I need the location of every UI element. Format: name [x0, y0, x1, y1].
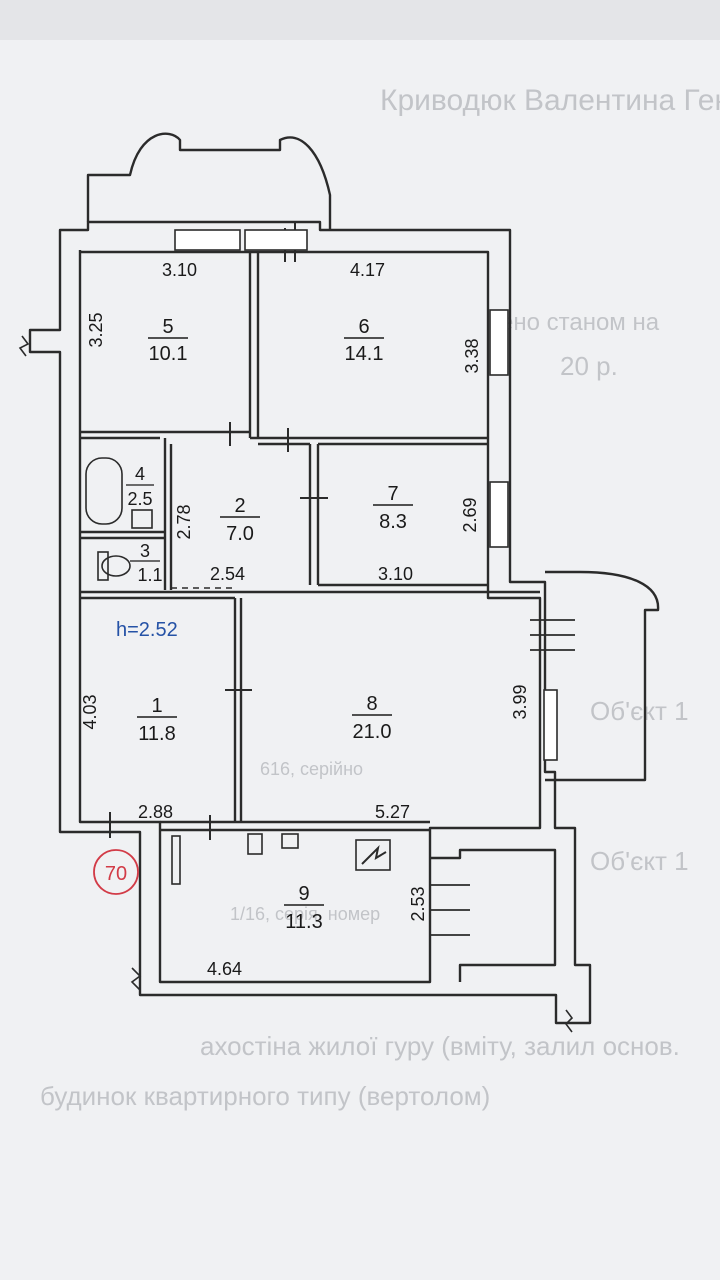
faint-text-8: будинок квартирного типу (вертолом)	[40, 1081, 490, 1111]
dim-r5-height: 3.25	[86, 312, 106, 347]
faint-owner-name: Криводюк Валентина Геннадиевна	[380, 84, 720, 117]
faint-text-6: 1/16, серія, номер	[230, 904, 380, 924]
room-2-area: 7.0	[226, 523, 254, 545]
room-9-area: 11.3	[285, 911, 322, 933]
break-marks	[18, 335, 574, 1033]
dim-r1-height: 4.03	[80, 694, 100, 729]
room-7-area: 8.3	[379, 511, 407, 533]
room-5-number: 5	[162, 316, 173, 338]
dim-r7-width: 3.10	[378, 564, 413, 584]
faint-text-7: ахостіна жилої гуру (вміту, залил основ.	[200, 1031, 680, 1061]
windows	[174, 229, 558, 761]
room-7-number: 7	[387, 483, 398, 505]
room-1-number: 1	[151, 695, 162, 717]
room-9-number: 9	[298, 883, 309, 905]
room-6-area: 14.1	[345, 343, 384, 365]
room-1-area: 11.8	[138, 723, 175, 745]
bathroom-fixtures	[85, 457, 299, 885]
room-3-area: 1.1	[137, 565, 162, 585]
ceiling-height-label: h=2.52	[116, 619, 178, 641]
room-6-number: 6	[358, 316, 369, 338]
faint-text-5: Об'єкт 1	[590, 846, 689, 876]
electric-panel-icon	[355, 839, 391, 871]
steps	[430, 619, 575, 936]
dim-r6-height: 3.38	[462, 338, 482, 373]
faint-text-2: 20 р.	[560, 351, 618, 381]
dimension-labels: 3.10 3.25 4.17 3.38 2.78 2.54 2.69 3.10 …	[80, 260, 530, 979]
walls	[28, 132, 660, 1025]
room-5-area: 10.1	[149, 343, 188, 365]
room-labels: 5 10.1 6 14.1 4 2.5 2 7.0 7 8.3 3 1.1 1 …	[126, 316, 413, 933]
apartment-number-circle	[93, 849, 139, 895]
room-8-area: 21.0	[353, 721, 392, 743]
dim-r8-height: 3.99	[510, 684, 530, 719]
dim-r1-width: 2.88	[138, 802, 173, 822]
dim-r7-height: 2.69	[460, 497, 480, 532]
dim-r6-width: 4.17	[350, 260, 385, 280]
room-2-number: 2	[234, 495, 245, 517]
dim-r9-width: 4.64	[207, 959, 242, 979]
dim-r5-width: 3.10	[162, 260, 197, 280]
room-3-number: 3	[140, 541, 150, 561]
faint-text-3: Об'єкт 1	[590, 696, 689, 726]
room-4-number: 4	[135, 464, 145, 484]
dim-r9-height: 2.53	[408, 886, 428, 921]
dim-r2-height: 2.78	[174, 504, 194, 539]
faint-text-1: ено станом на	[500, 309, 660, 336]
dim-r2-width: 2.54	[210, 564, 245, 584]
dim-r8-width: 5.27	[375, 802, 410, 822]
faint-text-4: 616, серійно	[260, 759, 363, 779]
room-8-number: 8	[366, 693, 377, 715]
apartment-number: 70	[105, 863, 127, 885]
paper-top-edge	[0, 0, 720, 40]
room-4-area: 2.5	[127, 489, 152, 509]
